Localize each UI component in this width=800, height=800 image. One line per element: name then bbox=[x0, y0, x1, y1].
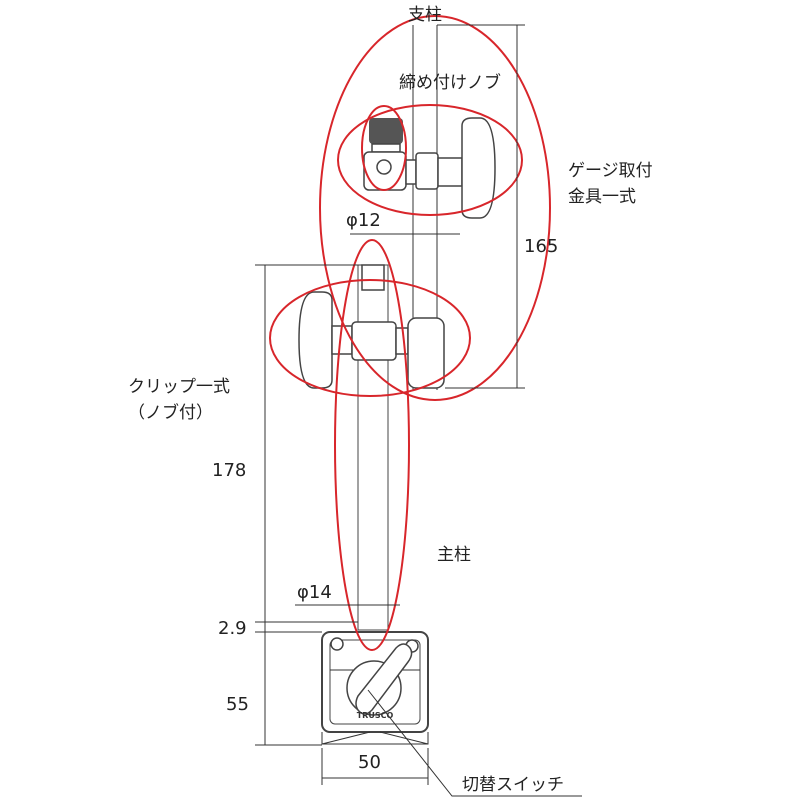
label-clamp-knob: 締め付けノブ bbox=[399, 72, 501, 93]
label-switch: 切替スイッチ bbox=[462, 775, 564, 795]
label-support-column: 支柱 bbox=[408, 5, 442, 25]
label-gauge-fitting-1: ゲージ取付 bbox=[568, 161, 653, 181]
label-clip-2: （ノブ付） bbox=[128, 402, 213, 423]
label-main-column: 主柱 bbox=[437, 545, 471, 565]
knurled-knob bbox=[369, 118, 403, 144]
label-clip-1: クリップ一式 bbox=[128, 377, 230, 397]
switch-leader bbox=[367, 689, 582, 797]
switch-lever bbox=[355, 643, 413, 715]
highlights bbox=[269, 15, 551, 651]
magnetic-base: TRUSCO bbox=[321, 631, 429, 745]
dimension-lines bbox=[255, 24, 582, 797]
dim-phi12: φ12 bbox=[346, 210, 381, 231]
label-gauge-fitting-2: 金具一式 bbox=[568, 187, 636, 207]
dim-165: 165 bbox=[524, 236, 558, 257]
dim-2-9: 2.9 bbox=[218, 618, 247, 639]
dim-phi14: φ14 bbox=[297, 582, 332, 603]
dim-50: 50 bbox=[358, 752, 381, 773]
dim-178: 178 bbox=[212, 460, 246, 481]
dim-55: 55 bbox=[226, 694, 249, 715]
main-column-rod bbox=[357, 264, 389, 631]
gauge-fitting bbox=[363, 117, 496, 219]
trusco-logo: TRUSCO bbox=[357, 711, 394, 720]
